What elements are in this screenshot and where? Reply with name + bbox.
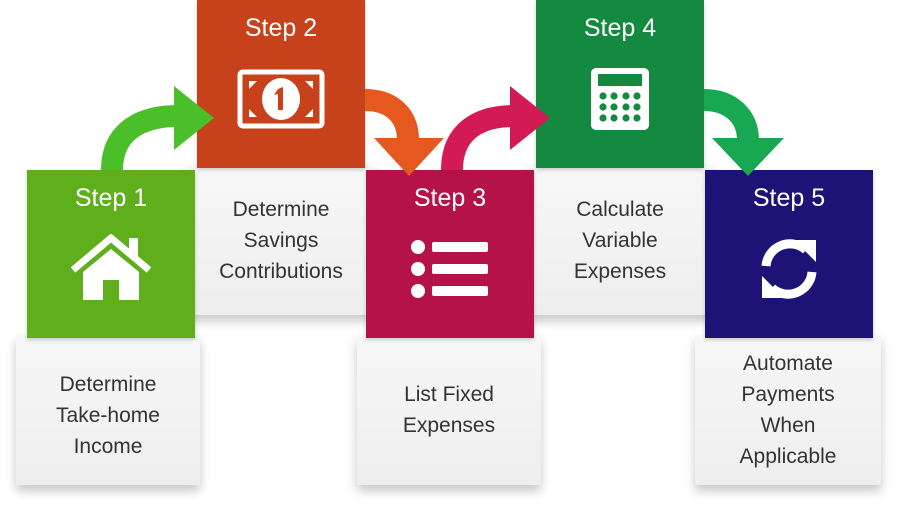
step-2-tile: Step 2	[197, 0, 365, 168]
step-5-tile: Step 5	[705, 170, 873, 338]
step-4-description: Calculate Variable Expenses	[573, 197, 667, 283]
step-1-tile: Step 1	[27, 170, 195, 338]
step-5-description: Automate Payments When Applicable	[739, 352, 837, 468]
house-icon	[27, 234, 195, 304]
calculator-icon	[536, 64, 704, 134]
step-3-tile: Step 3	[366, 170, 534, 338]
arrow-step4-to-step5	[703, 89, 784, 176]
list-icon	[366, 234, 534, 304]
step-5-card: Automate Payments When Applicable	[695, 335, 881, 485]
step-3-description: List Fixed Expenses	[402, 383, 496, 437]
refresh-icon	[705, 234, 873, 304]
step-4-tile: Step 4	[536, 0, 704, 168]
step-3-title: Step 3	[413, 184, 487, 212]
step-3-card: List Fixed Expenses	[357, 335, 541, 485]
step-5-title: Step 5	[752, 184, 826, 212]
step-2-description: Determine Savings Contributions	[219, 197, 343, 283]
step-1-title: Step 1	[74, 184, 148, 212]
money-bill-icon	[197, 64, 365, 134]
step-4-title: Step 4	[583, 14, 657, 42]
arrow-step2-to-step3	[364, 89, 444, 176]
step-4-card: Calculate Variable Expenses	[527, 165, 713, 315]
step-2-card: Determine Savings Contributions	[188, 165, 374, 315]
step-1-description: Determine Take-home Income	[56, 372, 160, 458]
step-1-card: Determine Take-home Income	[16, 335, 200, 485]
step-2-title: Step 2	[244, 14, 318, 42]
